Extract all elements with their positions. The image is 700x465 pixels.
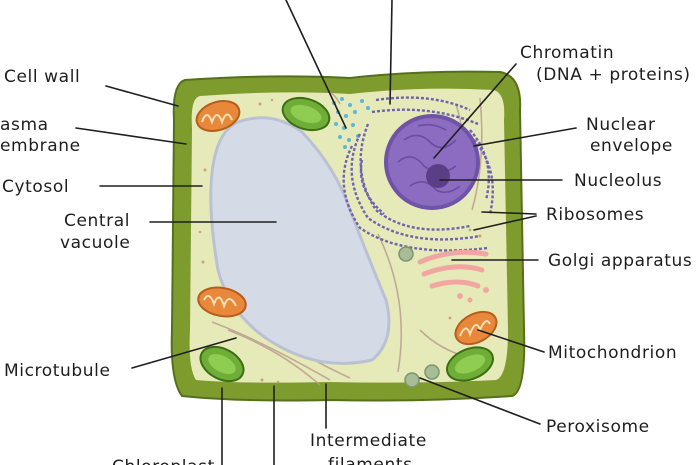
leader-microtubule — [131, 337, 237, 369]
label-peroxisome: Peroxisome — [546, 417, 650, 437]
leader-ribosomes-a — [481, 211, 537, 215]
label-ribosomes: Ribosomes — [546, 205, 644, 225]
golgi-apparatus — [417, 249, 489, 303]
labels: Cell wall asma embrane Cytosol Central v… — [0, 43, 692, 465]
label-cytosol: Cytosol — [2, 177, 69, 197]
leader-plasma-membrane — [75, 127, 187, 145]
label-central-vacuole-line1: Central — [64, 211, 130, 231]
chloroplast-bottom-right — [446, 346, 494, 382]
label-golgi-apparatus: Golgi apparatus — [548, 251, 692, 271]
label-plasma-membrane-line2: embrane — [0, 136, 81, 156]
leader-top-2 — [389, 0, 393, 105]
central-vacuole — [209, 116, 391, 365]
nucleolus — [426, 164, 450, 188]
endoplasmic-reticulum — [342, 96, 494, 252]
mitochondrion-right — [454, 310, 498, 346]
label-microtubule: Microtubule — [4, 361, 111, 381]
mitochondrion-left — [197, 286, 247, 318]
label-chromatin-line2: (DNA + proteins) — [536, 65, 691, 85]
nucleus — [384, 114, 480, 210]
chloroplast-top — [281, 96, 331, 132]
leader-lines — [75, 0, 577, 465]
chloroplast-bottom-left — [199, 345, 245, 383]
label-cell-wall: Cell wall — [4, 67, 80, 87]
leader-mitochondrion — [477, 329, 545, 353]
label-intermediate-filaments-line1: Intermediate — [310, 431, 427, 451]
label-central-vacuole-line2: vacuole — [60, 233, 130, 253]
chromatin — [397, 123, 461, 194]
label-nuclear-envelope-line1: Nuclear — [586, 115, 656, 135]
label-plasma-membrane-line1: asma — [0, 115, 49, 135]
label-chromatin-line1: Chromatin — [520, 43, 614, 63]
leader-cell-wall — [105, 85, 179, 107]
leader-nuclear-envelope — [473, 127, 577, 147]
label-chloroplast: Chloroplast — [112, 457, 215, 465]
peroxisomes — [398, 246, 440, 388]
leader-ribosomes-b — [473, 215, 537, 231]
label-nuclear-envelope-line2: envelope — [590, 136, 673, 156]
label-mitochondrion: Mitochondrion — [548, 343, 677, 363]
leader-top-1 — [285, 0, 347, 129]
label-nucleolus: Nucleolus — [574, 171, 662, 191]
label-intermediate-filaments-line2: filaments — [328, 455, 413, 465]
leader-chromatin — [433, 63, 517, 159]
plant-cell — [170, 70, 526, 402]
nuclear-envelope — [384, 114, 480, 210]
mitochondrion-top-left — [195, 100, 241, 132]
leader-peroxisome — [419, 377, 541, 425]
